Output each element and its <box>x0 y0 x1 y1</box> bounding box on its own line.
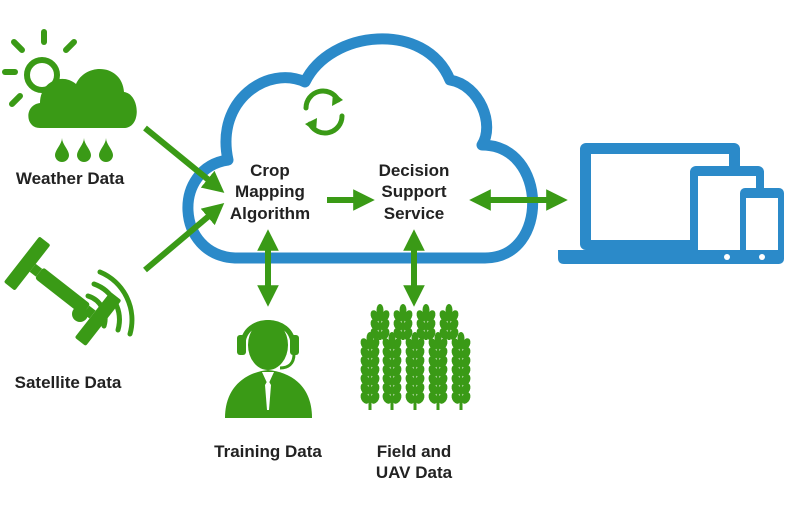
crop-mapping-line1: Crop <box>250 161 290 180</box>
field-uav-line2: UAV Data <box>375 463 453 483</box>
processing-cloud <box>182 33 539 264</box>
field-uav-line1: Field and <box>376 442 452 461</box>
arrow-satellite-to-crop <box>143 203 225 273</box>
refresh-cycle-icon <box>303 88 345 136</box>
cloud-rain-sun-icon <box>2 29 137 162</box>
operator-headset-icon <box>225 320 312 418</box>
decision-support-line1: Decision <box>378 161 450 180</box>
satellite-data-label: Satellite Data <box>14 373 122 392</box>
decision-support-line3: Service <box>383 203 445 223</box>
satellite-icon <box>4 237 135 346</box>
decision-support-label: Decision Support Service <box>356 160 472 224</box>
training-data-label: Training Data <box>214 442 322 461</box>
wheat-icon <box>360 304 471 410</box>
crop-mapping-label: Crop Mapping Algorithm <box>210 160 330 224</box>
decision-support-line2: Support <box>381 182 447 202</box>
phone-icon <box>740 188 784 264</box>
weather-data-label: Weather Data <box>15 169 125 188</box>
crop-mapping-line2: Mapping <box>235 182 305 202</box>
crop-mapping-line3: Algorithm <box>229 203 311 223</box>
field-uav-label: Field and UAV Data <box>352 441 476 484</box>
arrow-weather-to-crop <box>143 125 225 193</box>
